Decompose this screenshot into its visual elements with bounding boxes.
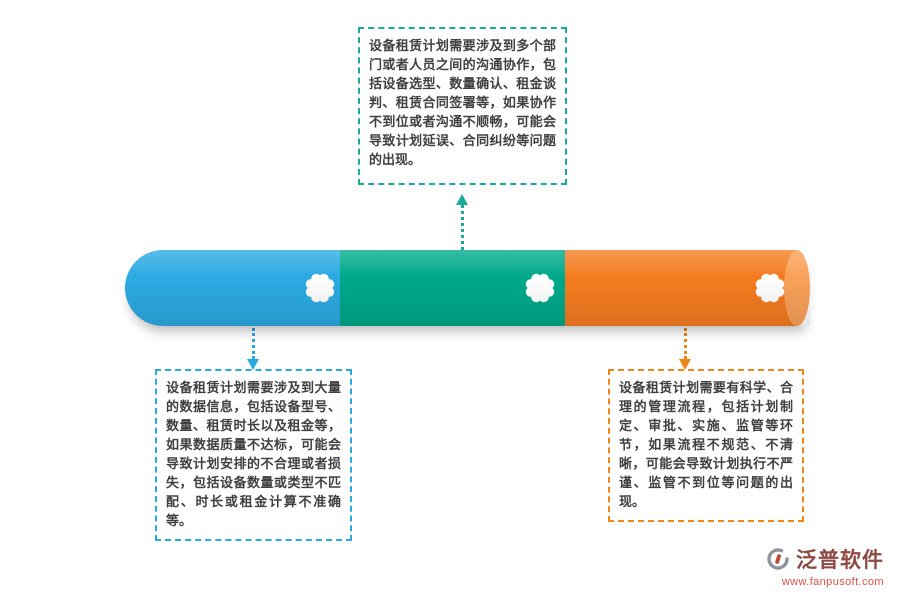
callout-collaboration: 设备租赁计划需要涉及到多个部门或者人员之间的沟通协作，包括设备选型、数量确认、租… [358, 27, 567, 185]
dotted-line [460, 205, 464, 250]
seal-flower-icon [751, 269, 789, 307]
connector-bottom-right [679, 328, 691, 370]
pipe-end-cap [784, 250, 810, 326]
seal-flower-icon [301, 269, 339, 307]
segment-data [125, 250, 340, 326]
brand-url: www.fanpusoft.com [781, 576, 884, 588]
callout-process: 设备租赁计划需要有科学、合理的管理流程，包括计划制定、审批、实施、监管等环节，如… [608, 369, 804, 522]
callout-process-text: 设备租赁计划需要有科学、合理的管理流程，包括计划制定、审批、实施、监管等环节，如… [619, 380, 793, 509]
arrow-down-icon [679, 359, 691, 370]
connector-top [456, 194, 468, 250]
arrow-up-icon [456, 194, 468, 205]
brand-footer: 泛普软件 www.fanpusoft.com [766, 544, 884, 588]
pipeline-bar [125, 250, 810, 326]
fanpu-logo-icon [766, 547, 790, 571]
callout-data: 设备租赁计划需要涉及到大量的数据信息，包括设备型号、数量、租赁时长以及租金等，如… [155, 369, 352, 541]
dotted-line [251, 328, 255, 359]
brand-name: 泛普软件 [796, 549, 884, 572]
dotted-line [683, 328, 687, 359]
callout-data-text: 设备租赁计划需要涉及到大量的数据信息，包括设备型号、数量、租赁时长以及租金等，如… [166, 380, 341, 528]
arrow-down-icon [247, 359, 259, 370]
seal-flower-icon [521, 269, 559, 307]
callout-collaboration-text: 设备租赁计划需要涉及到多个部门或者人员之间的沟通协作，包括设备选型、数量确认、租… [369, 38, 556, 167]
segment-collaboration [340, 250, 565, 326]
connector-bottom-left [247, 328, 259, 370]
